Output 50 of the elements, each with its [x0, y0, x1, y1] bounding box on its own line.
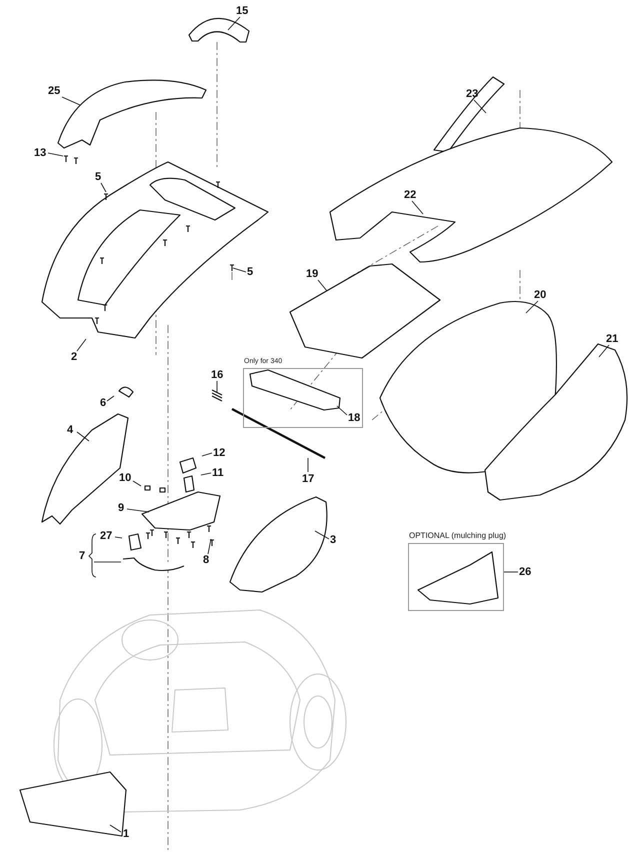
- leader-line: [76, 338, 86, 352]
- callout-number: 1: [123, 828, 130, 840]
- leader-line: [114, 536, 122, 538]
- callout-number: 6: [100, 397, 106, 409]
- callout-number: 26: [519, 566, 532, 578]
- leader-line: [126, 508, 150, 512]
- callout-number: 17: [302, 473, 314, 485]
- callout-number: 20: [534, 289, 546, 301]
- callout-number: 13: [34, 147, 46, 159]
- leader-line: [314, 530, 330, 540]
- callout-number: 25: [48, 85, 60, 97]
- leader-line: [474, 100, 486, 114]
- leader-line: [232, 268, 246, 272]
- leader-line: [76, 432, 90, 442]
- leader-line: [526, 300, 538, 314]
- callout-number: 8: [203, 554, 210, 566]
- callout-number: 18: [348, 412, 360, 424]
- leader-line: [412, 200, 424, 214]
- leader-line: [48, 152, 64, 156]
- inset-caption: OPTIONAL (mulching plug): [409, 531, 506, 541]
- callout-number: 7: [79, 550, 86, 562]
- callout-number: 15: [236, 5, 248, 17]
- callout-number: 11: [212, 467, 224, 479]
- callout-number: 2: [71, 351, 78, 363]
- leader-line: [62, 96, 80, 106]
- leader-line: [228, 16, 240, 30]
- callout-number: 5: [95, 171, 102, 183]
- leader-line: [132, 480, 142, 486]
- leader-line: [110, 824, 122, 832]
- leader-line: [200, 472, 212, 476]
- callout-number: 27: [100, 530, 112, 542]
- callout-number: 23: [466, 88, 478, 100]
- callout-number: 22: [404, 189, 416, 201]
- callout-number: 10: [119, 472, 132, 484]
- leader-line: [202, 452, 212, 456]
- callout-number: 4: [67, 424, 74, 436]
- leader-line: [598, 344, 610, 358]
- leader-line: [208, 538, 212, 554]
- leader-line: [100, 182, 106, 192]
- leader-line: [318, 280, 328, 292]
- callout-number: 19: [306, 268, 318, 280]
- leader-line: [216, 380, 218, 392]
- leader-line: [336, 406, 348, 416]
- callout-number: 21: [606, 333, 618, 345]
- callout-number: 3: [330, 534, 336, 546]
- callout-number: 9: [118, 502, 124, 514]
- callout-number: 12: [213, 447, 226, 459]
- leader-line: [106, 396, 114, 402]
- callout-number: 5: [247, 266, 254, 278]
- callout-number: 16: [211, 369, 224, 381]
